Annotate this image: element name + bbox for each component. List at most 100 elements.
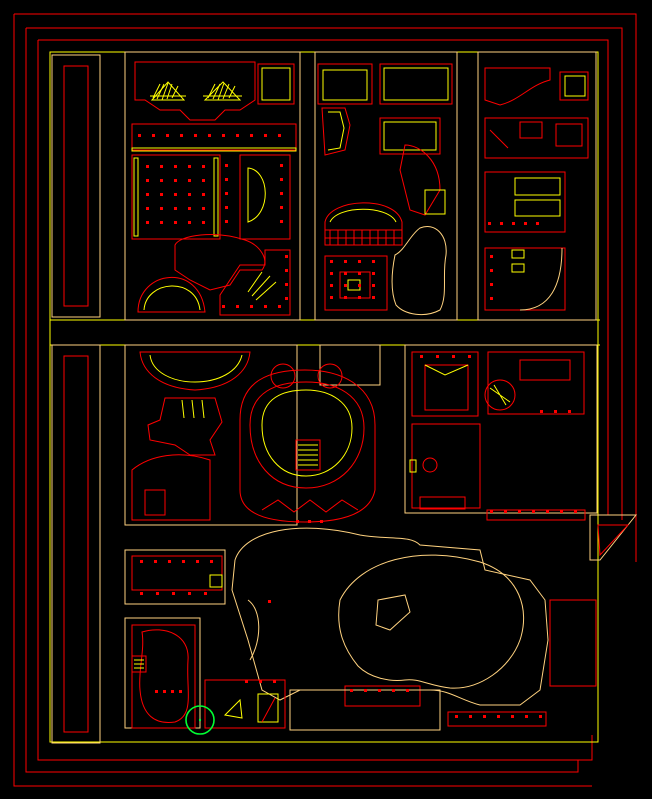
column-marker xyxy=(146,221,149,224)
column-marker xyxy=(285,269,288,272)
column-marker xyxy=(320,520,323,523)
column-marker xyxy=(160,193,163,196)
column-marker xyxy=(160,221,163,224)
column-marker xyxy=(268,600,271,603)
block-c-top-right xyxy=(477,51,597,321)
column-marker xyxy=(524,222,527,225)
column-marker xyxy=(490,269,493,272)
column-marker xyxy=(406,689,409,692)
column-marker xyxy=(264,134,267,137)
column-marker xyxy=(344,272,347,275)
column-marker xyxy=(344,284,347,287)
column-marker xyxy=(540,410,543,413)
column-marker xyxy=(308,520,311,523)
courtyard-garden-outline xyxy=(231,527,549,706)
column-marker xyxy=(204,592,207,595)
column-marker xyxy=(468,355,471,358)
column-marker xyxy=(490,510,493,513)
column-marker xyxy=(372,260,375,263)
column-marker xyxy=(490,297,493,300)
column-marker xyxy=(188,165,191,168)
column-marker xyxy=(225,220,228,223)
column-marker xyxy=(202,221,205,224)
column-marker xyxy=(182,560,185,563)
column-marker xyxy=(525,715,528,718)
column-marker xyxy=(172,592,175,595)
column-marker xyxy=(358,260,361,263)
column-marker xyxy=(500,222,503,225)
column-marker xyxy=(504,510,507,513)
column-marker xyxy=(436,355,439,358)
column-marker xyxy=(273,680,276,683)
column-marker xyxy=(554,410,557,413)
block-b-top-middle xyxy=(314,51,458,321)
column-marker xyxy=(174,179,177,182)
column-marker xyxy=(568,410,571,413)
column-marker xyxy=(574,510,577,513)
column-marker xyxy=(488,222,491,225)
column-marker xyxy=(483,715,486,718)
column-marker xyxy=(358,272,361,275)
column-marker xyxy=(138,134,141,137)
column-marker xyxy=(236,305,239,308)
column-marker xyxy=(188,592,191,595)
column-marker xyxy=(174,165,177,168)
column-markers xyxy=(138,134,577,718)
column-marker xyxy=(156,592,159,595)
column-marker xyxy=(202,207,205,210)
column-marker xyxy=(280,206,283,209)
block-a-top-left xyxy=(124,51,301,321)
column-marker xyxy=(372,284,375,287)
column-marker xyxy=(539,715,542,718)
column-marker xyxy=(202,165,205,168)
column-marker xyxy=(330,296,333,299)
column-marker xyxy=(285,283,288,286)
column-marker xyxy=(278,305,281,308)
column-marker xyxy=(469,715,472,718)
column-marker xyxy=(490,255,493,258)
column-marker xyxy=(280,164,283,167)
column-marker xyxy=(330,260,333,263)
column-marker xyxy=(202,193,205,196)
column-marker xyxy=(285,255,288,258)
column-marker xyxy=(358,284,361,287)
column-marker xyxy=(225,206,228,209)
column-marker xyxy=(280,192,283,195)
column-marker xyxy=(358,296,361,299)
column-marker xyxy=(188,221,191,224)
column-marker xyxy=(174,221,177,224)
column-marker xyxy=(420,355,423,358)
left-strip-top xyxy=(51,54,101,318)
column-marker xyxy=(392,689,395,692)
column-marker xyxy=(208,134,211,137)
column-marker xyxy=(511,715,514,718)
column-marker xyxy=(225,178,228,181)
column-marker xyxy=(140,560,143,563)
column-marker xyxy=(146,193,149,196)
column-marker xyxy=(146,179,149,182)
column-marker xyxy=(154,560,157,563)
left-strip-bottom xyxy=(51,344,101,744)
column-marker xyxy=(280,178,283,181)
column-marker xyxy=(278,134,281,137)
column-marker xyxy=(188,207,191,210)
column-marker xyxy=(532,510,535,513)
column-marker xyxy=(236,134,239,137)
column-marker xyxy=(140,592,143,595)
column-marker xyxy=(330,284,333,287)
column-marker xyxy=(188,179,191,182)
column-marker xyxy=(560,510,563,513)
column-marker xyxy=(180,134,183,137)
column-marker xyxy=(222,305,225,308)
block-h-bottom-left xyxy=(124,549,226,729)
column-marker xyxy=(512,222,515,225)
column-marker xyxy=(166,134,169,137)
circle-marker-icon[interactable] xyxy=(185,705,215,735)
column-marker xyxy=(155,690,158,693)
column-marker xyxy=(222,134,225,137)
column-marker xyxy=(196,560,199,563)
column-marker xyxy=(171,690,174,693)
column-marker xyxy=(225,164,228,167)
column-marker xyxy=(152,134,155,137)
